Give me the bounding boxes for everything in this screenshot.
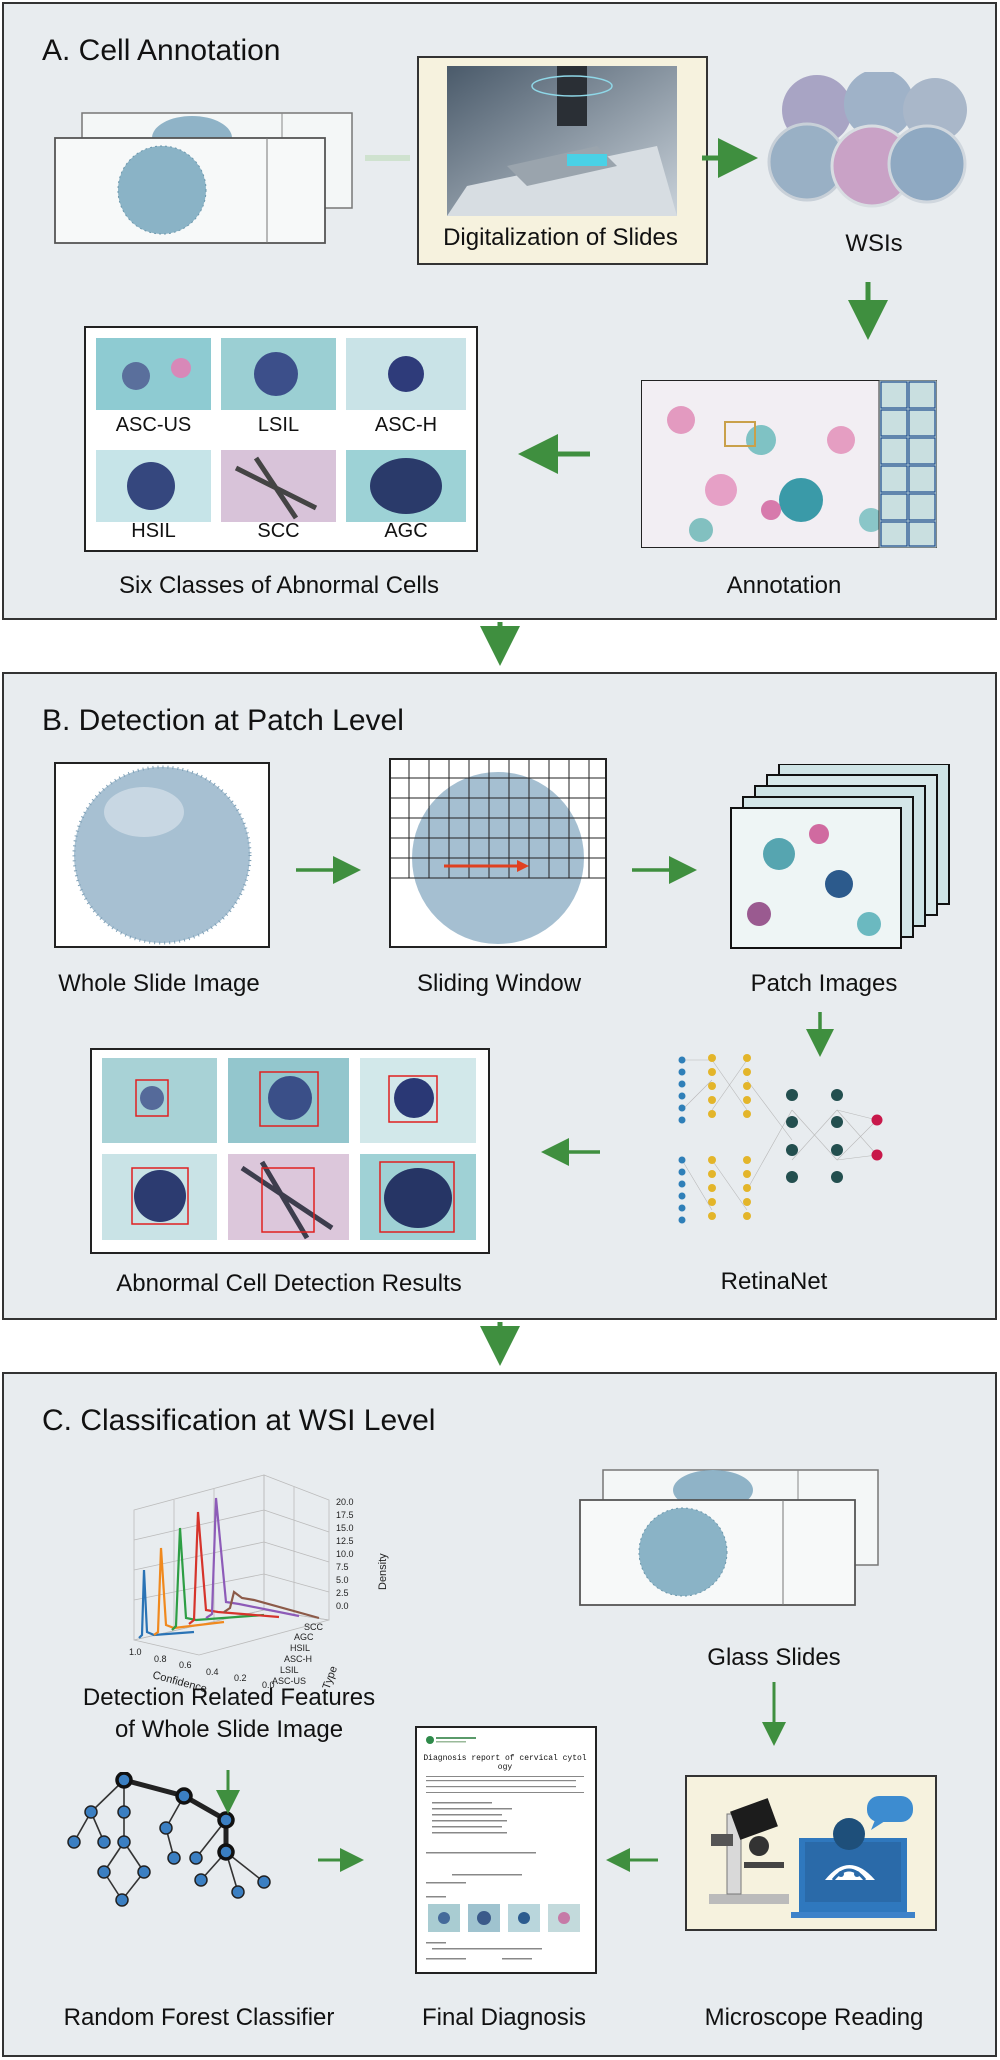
- panel-c: C. Classification at WSI Level 20.0 17.5…: [2, 1372, 997, 2057]
- svg-text:HSIL: HSIL: [290, 1643, 310, 1653]
- glass-slides-image-c: [579, 1469, 879, 1606]
- svg-text:2.5: 2.5: [336, 1588, 349, 1598]
- features-label-line2: of Whole Slide Image: [114, 1716, 344, 1743]
- annotation-label: Annotation: [726, 572, 842, 599]
- svg-text:5.0: 5.0: [336, 1575, 349, 1585]
- svg-text:ASC-H: ASC-H: [284, 1654, 312, 1664]
- svg-text:0.2: 0.2: [234, 1673, 247, 1683]
- svg-text:1.0: 1.0: [129, 1647, 142, 1657]
- panel-b: B. Detection at Patch Level Whole Slide …: [2, 672, 997, 1320]
- six-classes-label: Six Classes of Abnormal Cells: [118, 572, 440, 599]
- svg-text:10.0: 10.0: [336, 1549, 354, 1559]
- microscope-reading-image: [709, 1796, 915, 1918]
- panel-b-title: B. Detection at Patch Level: [42, 704, 404, 737]
- density-3d-plot: 20.0 17.5 15.0 12.5 10.0 7.5 5.0 2.5 0.0…: [129, 1474, 389, 1695]
- svg-text:0.0: 0.0: [262, 1680, 275, 1690]
- glass-slides-label: Glass Slides: [707, 1644, 841, 1671]
- class-label-ascus: ASC-US: [115, 414, 192, 436]
- patch-images-stack: [730, 764, 950, 949]
- svg-text:15.0: 15.0: [336, 1523, 354, 1533]
- sliding-window-label: Sliding Window: [416, 970, 582, 997]
- diagnosis-report: [415, 1726, 597, 1974]
- class-label-asch: ASC-H: [374, 414, 438, 436]
- svg-text:0.6: 0.6: [179, 1660, 192, 1670]
- svg-text:7.5: 7.5: [336, 1562, 349, 1572]
- microscope-label: Microscope Reading: [704, 2004, 924, 2031]
- annotation-image: [641, 380, 937, 548]
- svg-text:LSIL: LSIL: [280, 1665, 299, 1675]
- svg-text:SCC: SCC: [304, 1622, 324, 1632]
- svg-text:ASC-US: ASC-US: [272, 1676, 306, 1686]
- wsi-circles-image: [767, 72, 967, 208]
- retinanet-label: RetinaNet: [720, 1268, 828, 1295]
- panel-a: A. Cell Annotation Digitalization of Sli…: [2, 2, 997, 620]
- svg-text:17.5: 17.5: [336, 1510, 354, 1520]
- random-forest-label: Random Forest Classifier: [63, 2004, 335, 2031]
- panel-c-title: C. Classification at WSI Level: [42, 1404, 436, 1437]
- svg-text:12.5: 12.5: [336, 1536, 354, 1546]
- svg-text:Density: Density: [377, 1553, 389, 1590]
- class-thumbnails: [96, 338, 466, 522]
- digitalization-label: Digitalization of Slides: [443, 224, 678, 251]
- detection-thumbnails: [102, 1058, 476, 1240]
- scanner-photo: [447, 66, 677, 216]
- wsis-label: WSIs: [845, 230, 903, 257]
- class-label-scc: SCC: [257, 520, 300, 542]
- detection-results-label: Abnormal Cell Detection Results: [116, 1270, 462, 1297]
- features-label-line1: Detection Related Features: [82, 1684, 376, 1711]
- whole-slide-image: [54, 762, 270, 948]
- report-body-lines: [426, 1736, 584, 1960]
- whole-slide-label: Whole Slide Image: [58, 970, 260, 997]
- class-label-agc: AGC: [384, 520, 428, 542]
- class-label-lsil: LSIL: [257, 414, 300, 436]
- class-label-hsil: HSIL: [131, 520, 176, 542]
- sliding-window-image: [389, 758, 607, 948]
- glass-slides-image-a: [54, 112, 353, 244]
- panel-a-title: A. Cell Annotation: [42, 34, 281, 67]
- patch-images-label: Patch Images: [750, 970, 898, 997]
- svg-text:AGC: AGC: [294, 1632, 314, 1642]
- report-title: Diagnosis report of cervical cytol ogy: [423, 1754, 587, 1772]
- svg-text:0.8: 0.8: [154, 1654, 167, 1664]
- svg-text:0.4: 0.4: [206, 1667, 219, 1677]
- retinanet-diagram: [678, 1054, 883, 1224]
- svg-text:0.0: 0.0: [336, 1601, 349, 1611]
- svg-text:20.0: 20.0: [336, 1497, 354, 1507]
- final-diagnosis-label: Final Diagnosis: [421, 2004, 587, 2031]
